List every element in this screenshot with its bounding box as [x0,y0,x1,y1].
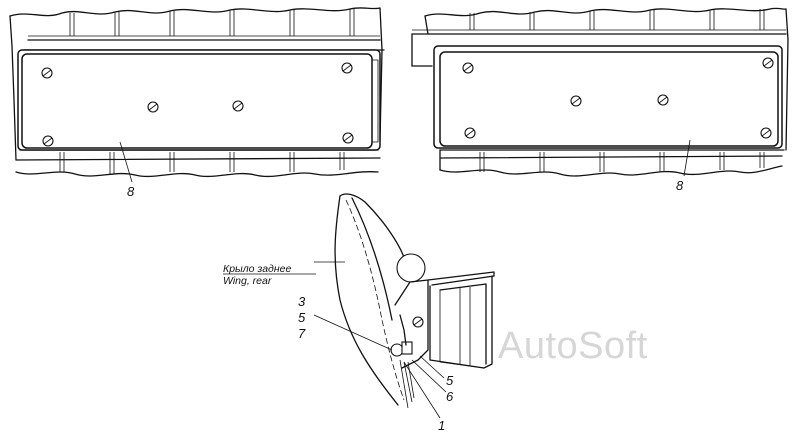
callout-5-lower: 5 [446,373,454,388]
callout-8-left: 8 [127,184,135,199]
watermark: AutoSoft [498,325,648,367]
left-frame-section [9,7,385,183]
left-panel-screws [41,62,354,147]
callout-8-right: 8 [676,178,684,193]
right-panel-screws [462,57,774,139]
caption-wing-en: Wing, rear [223,275,272,287]
right-frame-section [411,7,789,177]
callout-7: 7 [298,326,306,341]
wing-bracket-detail [313,193,495,419]
callout-6: 6 [446,389,454,404]
callout-3: 3 [298,294,306,309]
caption-wing-ru: Крыло заднее [223,263,291,275]
callout-1: 1 [438,418,445,433]
callout-5-upper: 5 [298,310,306,325]
